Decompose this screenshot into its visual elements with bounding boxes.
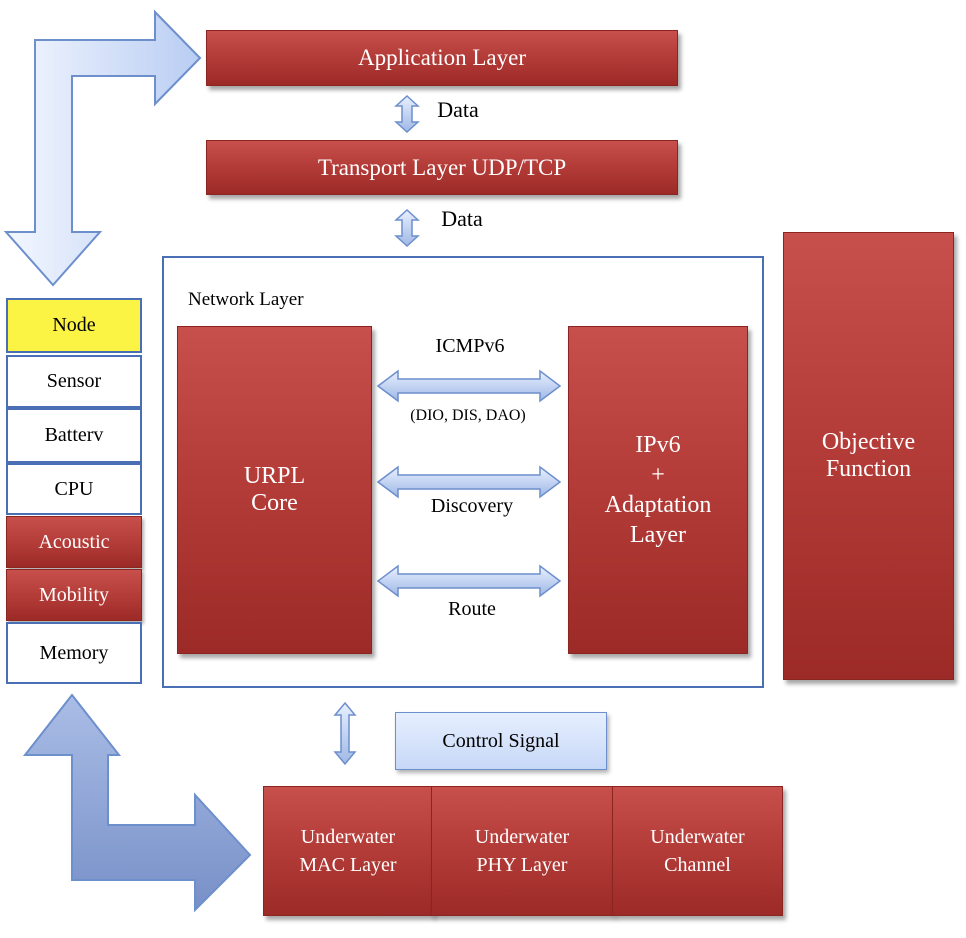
network-layer-container bbox=[162, 256, 764, 688]
ipv6-adaptation-label: IPv6 + Adaptation Layer bbox=[604, 432, 712, 548]
underwater-phy-label: Underwater PHY Layer bbox=[474, 826, 570, 876]
node-to-application-arrow bbox=[3, 9, 202, 287]
memory-cell: Memory bbox=[6, 622, 142, 684]
underwater-mac-label: Underwater MAC Layer bbox=[299, 826, 397, 876]
battery-cell: Batterv bbox=[6, 408, 142, 463]
mobility-cell: Mobility bbox=[6, 569, 142, 621]
cpu-cell: CPU bbox=[6, 463, 142, 515]
underwater-channel-box: Underwater Channel bbox=[612, 786, 783, 916]
underwater-phy-box: Underwater PHY Layer bbox=[431, 786, 613, 916]
transport-layer-label: Transport Layer UDP/TCP bbox=[317, 154, 567, 180]
objective-function-label: Objective Function bbox=[821, 429, 916, 482]
application-layer-label: Application Layer bbox=[358, 45, 526, 70]
icmpv6-label: ICMPv6 bbox=[435, 335, 505, 357]
data-label-1: Data bbox=[437, 97, 479, 122]
urpl-core-label: URPL Core bbox=[243, 463, 306, 516]
underwater-mac-box: Underwater MAC Layer bbox=[263, 786, 433, 916]
application-layer-box: Application Layer bbox=[206, 30, 678, 86]
urpl-core-box: URPL Core bbox=[177, 326, 372, 654]
network-layer-title: Network Layer bbox=[188, 289, 304, 310]
node-to-mac-arrow bbox=[22, 693, 252, 913]
node-cell: Node bbox=[6, 298, 142, 353]
icmpv6-arrow bbox=[376, 369, 562, 403]
ipv6-adaptation-box: IPv6 + Adaptation Layer bbox=[568, 326, 748, 654]
objective-function-box: Objective Function bbox=[783, 232, 954, 680]
control-signal-label: Control Signal bbox=[442, 729, 560, 752]
data-label-2: Data bbox=[441, 206, 483, 231]
transport-layer-box: Transport Layer UDP/TCP bbox=[206, 140, 678, 195]
discovery-label: Discovery bbox=[430, 495, 514, 517]
control-signal-box: Control Signal bbox=[395, 712, 607, 770]
data-arrow-1 bbox=[394, 94, 420, 134]
sensor-cell: Sensor bbox=[6, 355, 142, 408]
discovery-arrow bbox=[376, 465, 562, 499]
data-arrow-2 bbox=[394, 208, 420, 248]
acoustic-cell: Acoustic bbox=[6, 516, 142, 568]
route-arrow bbox=[376, 564, 562, 598]
route-label: Route bbox=[448, 598, 496, 620]
control-arrow bbox=[333, 701, 357, 766]
icmp-messages-label: (DIO, DIS, DAO) bbox=[410, 407, 526, 424]
underwater-channel-label: Underwater Channel bbox=[650, 826, 745, 876]
